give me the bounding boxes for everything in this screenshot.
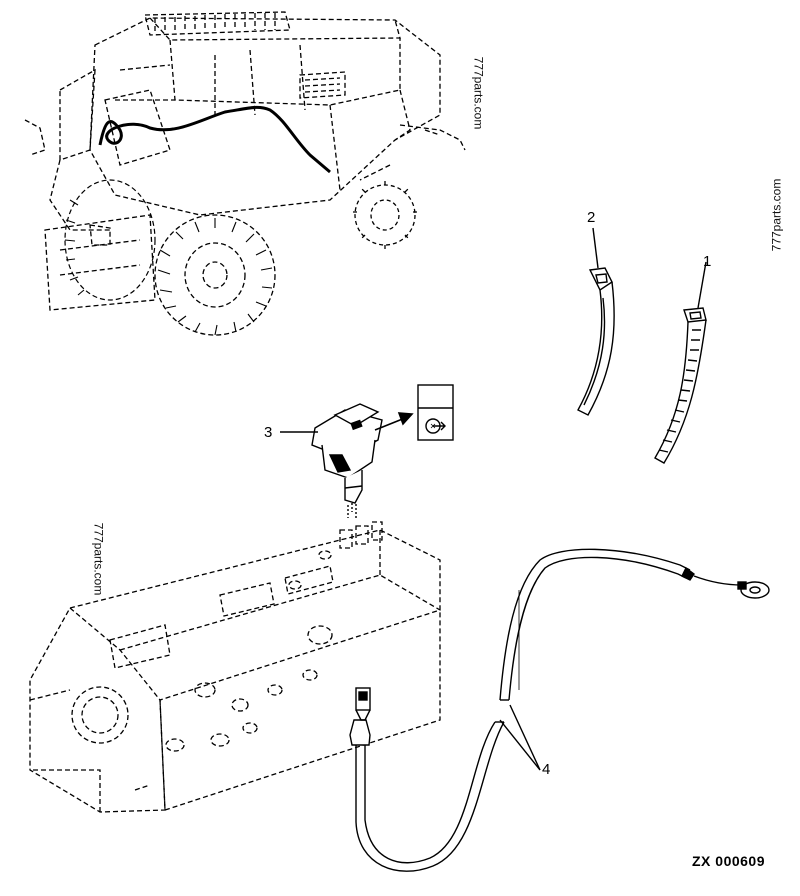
dashboard-panel-illustration: [29, 521, 441, 813]
callout-2: 2: [587, 209, 596, 226]
left-wheel: [64, 179, 156, 301]
wire-harness-4-illustration: [349, 548, 770, 872]
harness-route-on-machine: [98, 105, 331, 174]
watermark-left: 777parts.com: [91, 522, 106, 596]
callout-1: 1: [703, 253, 712, 270]
callout-4: 4: [542, 761, 551, 778]
callout-3: 3: [264, 424, 273, 441]
watermark-top: 777parts.com: [471, 56, 486, 130]
combine-harvester-illustration: [24, 11, 466, 311]
cable-tie-2-illustration: [577, 227, 615, 416]
watermark-right: 777parts.com: [769, 178, 784, 252]
switch-symbol-icon: [417, 384, 454, 441]
rocker-switch-3-illustration: [280, 403, 383, 518]
figure-id: ZX 000609: [692, 853, 765, 869]
front-wheel: [154, 214, 276, 336]
wheel-treads: [157, 218, 273, 336]
rear-wheel: [352, 180, 418, 250]
symbol-arrow: [374, 412, 414, 431]
left-wheel-treads: [64, 199, 85, 296]
cable-tie-1-illustration: [654, 261, 707, 464]
